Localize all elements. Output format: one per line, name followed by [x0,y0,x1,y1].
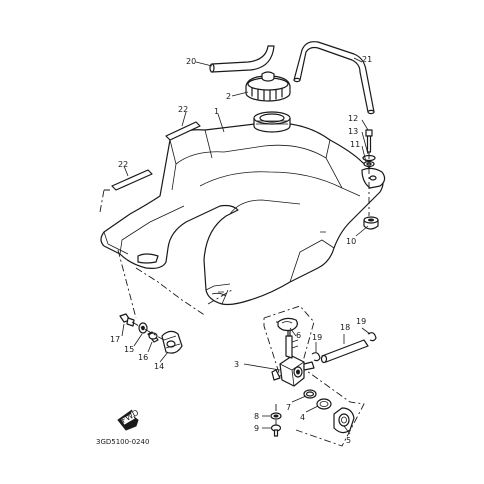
callout-10: 10 [346,237,356,246]
callout-1: 1 [214,107,219,116]
part-14-damper [161,330,183,354]
diagram-code: 3GD5100-0240 [96,438,149,446]
part-2-fuel-cap [245,71,291,102]
pad-guide [99,189,110,213]
callout-4: 4 [300,413,305,422]
cock-parts-frame [295,365,365,447]
part-12-bolt [365,129,373,153]
callout-22-upper: 22 [178,105,188,114]
part-19-clip-right [367,332,377,342]
tank-outline-guide [135,267,207,317]
callout-5: 5 [346,436,351,445]
callout-7: 7 [286,403,291,412]
part-7-o-ring [303,389,317,399]
part-21-breather-hose [293,41,375,115]
callout-9: 9 [254,424,259,433]
callout-19-left: 19 [312,333,322,342]
part-20-breather-hose [209,45,275,73]
part-9-screw [270,424,282,437]
part-5-filter-cup [333,407,355,434]
callout-16: 16 [138,353,148,362]
callout-18: 18 [340,323,350,332]
callout-14: 14 [154,362,164,371]
callout-12: 12 [348,114,358,123]
part-6-gasket [277,317,298,332]
part-3-fuel-cock [271,325,315,387]
callout-11: 11 [350,140,360,149]
part-18-fuel-hose [320,339,369,364]
part-16-collar [147,331,159,343]
part-17-bolt [119,313,135,327]
callout-22-lower: 22 [118,160,128,169]
callout-8: 8 [254,412,259,421]
callout-17: 17 [110,335,120,344]
front-mount-guide [117,249,137,319]
part-10-damper [363,216,379,230]
part-15-washer [138,322,148,334]
part-19-clip-left [311,352,321,362]
callout-20: 20 [186,57,196,66]
callout-13: 13 [348,127,358,136]
callout-21: 21 [362,55,372,64]
part-22-damper-pad-lower [111,169,153,191]
callout-2: 2 [226,92,231,101]
front-mount-centerline [131,321,165,341]
tank-bottom-guide [207,289,233,305]
part-1-fuel-tank [100,111,386,306]
leader-lines [121,57,371,435]
part-22-damper-pad-upper [165,121,201,141]
part-4-filter [316,398,332,410]
part-8-washer [270,412,282,420]
callout-19-right: 19 [356,317,366,326]
callout-3: 3 [234,360,239,369]
fwd-arrow-icon [117,409,139,431]
callout-6: 6 [296,331,301,340]
callout-15: 15 [124,345,134,354]
